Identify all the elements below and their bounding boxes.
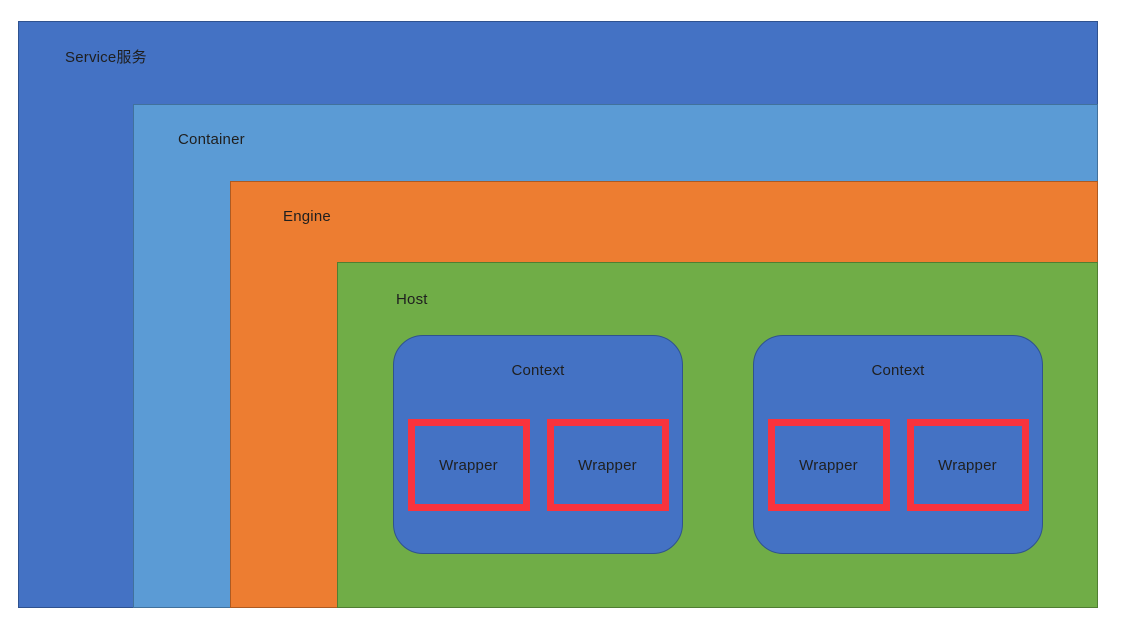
engine-label: Engine (283, 208, 331, 225)
container-label: Container (178, 131, 245, 148)
wrapper-box-4: Wrapper (906, 419, 1029, 511)
wrapper-box-3: Wrapper (767, 419, 890, 511)
wrapper-label: Wrapper (799, 456, 858, 474)
wrapper-box-2: Wrapper (546, 419, 669, 511)
wrapper-row: Wrapper Wrapper (394, 419, 682, 511)
host-box: Host Context Wrapper Wrapper (337, 262, 1098, 608)
service-label: Service服务 (65, 49, 147, 66)
wrapper-label: Wrapper (578, 456, 637, 474)
engine-box: Engine Host Context Wrapper Wrapper (230, 181, 1098, 608)
host-label: Host (396, 291, 428, 308)
wrapper-label: Wrapper (938, 456, 997, 474)
context-box-1: Context Wrapper Wrapper (393, 335, 683, 554)
wrapper-row: Wrapper Wrapper (754, 419, 1042, 511)
service-box: Service服务 Container Engine Host Context … (18, 21, 1098, 608)
context-label: Context (511, 362, 565, 379)
wrapper-label: Wrapper (439, 456, 498, 474)
context-label: Context (871, 362, 925, 379)
context-box-2: Context Wrapper Wrapper (753, 335, 1043, 554)
container-box: Container Engine Host Context Wrapper Wr… (133, 104, 1098, 608)
wrapper-box-1: Wrapper (407, 419, 530, 511)
